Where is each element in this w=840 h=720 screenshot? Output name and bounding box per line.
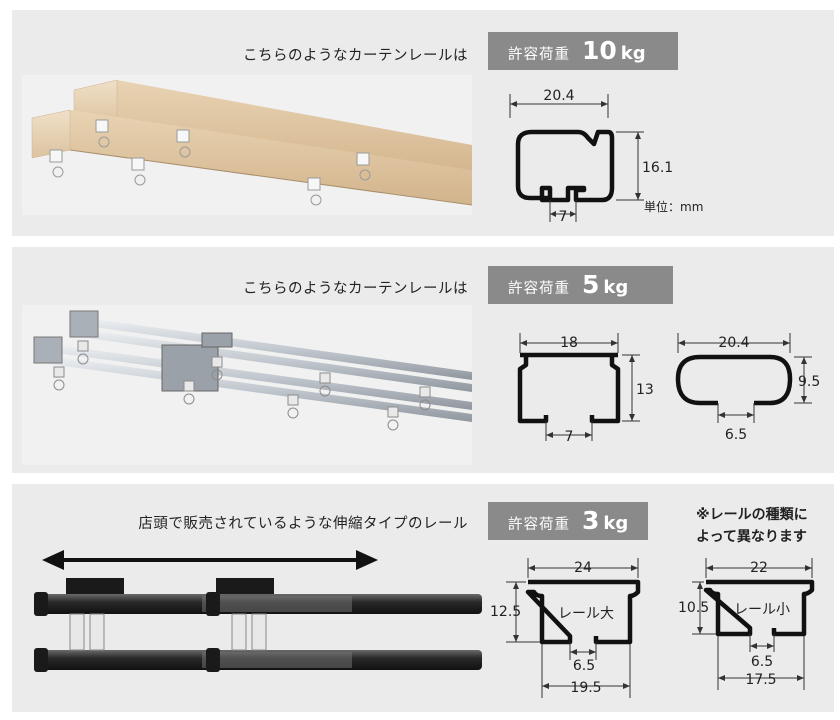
dim-base: 19.5 (570, 680, 601, 696)
rail-profile-diagram-small: 22 レール小 10.5 6.5 17.5 (678, 558, 815, 690)
rail-profile-diagram-b: 20.4 9.5 6.5 (675, 333, 820, 443)
extendable-rail-photo (34, 550, 482, 672)
rail-profile-diagram-a: 18 13 7 (517, 333, 654, 445)
dim-opening: 6.5 (725, 427, 747, 443)
dim-height: 12.5 (490, 604, 521, 620)
badge-value: 5 (582, 270, 600, 299)
section-extendable-rail: 店頭で販売されているような伸縮タイプのレール 許容荷重 (12, 484, 834, 712)
rail-profile-diagram: 20.4 16.1 7 単位：mm (509, 88, 703, 225)
dim-width: 20.4 (718, 335, 749, 351)
rail-profile-diagram-large: 24 レール大 12.5 6.5 19.5 (490, 558, 641, 698)
wood-rail-photo (22, 75, 472, 215)
dim-opening: 6.5 (573, 658, 595, 674)
section-caption: 店頭で販売されているような伸縮タイプのレール (138, 516, 468, 532)
badge-unit: kg (603, 277, 629, 298)
rail-large-name: レール大 (558, 606, 614, 622)
dim-height: 9.5 (798, 374, 820, 390)
dim-height: 10.5 (678, 600, 709, 616)
badge-value: 3 (582, 506, 600, 535)
note-line-2: よって異なります (696, 529, 807, 545)
dim-height: 13 (636, 382, 654, 398)
unit-note: 単位：mm (644, 199, 703, 214)
dim-width: 24 (574, 560, 592, 576)
dim-base: 17.5 (745, 672, 776, 688)
rail-type-note: ※レールの種類に よって異なります (696, 504, 808, 548)
double-arrow-icon (42, 550, 378, 570)
section-steel-rail: こちらのようなカーテンレールは (12, 247, 834, 473)
dim-height: 16.1 (642, 160, 673, 176)
dim-width: 18 (560, 335, 578, 351)
rail-small-name: レール小 (734, 602, 790, 618)
section-caption: こちらのようなカーテンレールは (243, 281, 468, 297)
badge-unit: kg (603, 513, 629, 534)
dim-opening: 7 (559, 209, 568, 225)
dim-width: 22 (750, 560, 768, 576)
badge-label: 許容荷重 (508, 47, 570, 63)
section-caption: こちらのようなカーテンレールは (243, 48, 468, 64)
dim-width: 20.4 (543, 88, 574, 104)
badge-value: 10 (582, 36, 617, 65)
badge-label: 許容荷重 (508, 517, 570, 533)
dim-opening: 6.5 (751, 654, 773, 670)
note-line-1: ※レールの種類に (696, 507, 808, 523)
dim-opening: 7 (565, 429, 574, 445)
badge-label: 許容荷重 (508, 281, 570, 297)
badge-unit: kg (620, 43, 646, 64)
steel-rail-photo (22, 305, 472, 465)
